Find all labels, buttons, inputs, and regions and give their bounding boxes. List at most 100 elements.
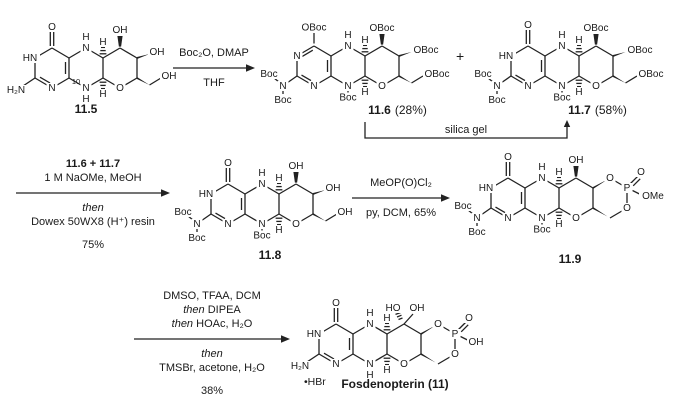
atom-label: H (82, 94, 89, 105)
reaction-step-4: DMSO, TFAA, DCM then DIPEA then HOAc, H₂… (134, 289, 290, 398)
caption-11-5: 11.5 (26, 102, 146, 116)
atom-label: HN (23, 53, 37, 64)
atom-label: O (524, 20, 532, 31)
then-text: then (82, 202, 104, 214)
atom-label: Boc (474, 69, 491, 80)
caption-11-9: 11.9 (505, 252, 635, 266)
compound-number: 11.6 (368, 103, 391, 117)
reagent-text: DMSO, TFAA, DCM (163, 290, 261, 302)
structure-11-7: O HN N Boc Boc N N H H N Boc H OBoc OBoc… (472, 20, 665, 106)
atom-label: N (332, 359, 339, 370)
atom-label: Boc (188, 233, 205, 244)
atom-label: HN (499, 51, 513, 62)
atom-label: N (344, 81, 351, 92)
atom-label: H (99, 89, 106, 100)
atom-label: H (555, 167, 562, 178)
silica-gel-label: silica gel (445, 124, 487, 136)
reagent-part: HOAc, H₂O (196, 318, 253, 330)
atom-label: O (116, 83, 124, 94)
atom-label: OH (113, 25, 128, 36)
atom-label: Boc (253, 231, 270, 242)
structure-11-9: O HN N Boc Boc N N H H N Boc H OH O P O … (452, 152, 667, 238)
compound-name: Fosdenopterin (11) (341, 377, 449, 391)
structure-fosdenopterin: O HN H₂N N N H H N H H HO OH O P O OH O … (290, 298, 485, 388)
atom-label: N (258, 219, 265, 230)
atom-label: HO (386, 303, 401, 314)
atom-label: H (275, 225, 282, 236)
label-backings (258, 22, 451, 105)
atom-label: N (538, 173, 545, 184)
atom-label: Boc (454, 201, 471, 212)
atom-label: OBoc (424, 69, 449, 80)
reagent-text: 1 M NaOMe, MeOH (44, 172, 142, 184)
reaction-arrow (173, 64, 255, 72)
atom-label: OH (289, 161, 304, 172)
atom-label: O (572, 213, 580, 224)
label-backings (6, 22, 178, 104)
compound-number: 11.8 (258, 248, 282, 262)
atom-labels: OBoc N N Boc Boc N N H H N Boc H OBoc OB… (260, 23, 449, 107)
reaction-arrow (16, 189, 170, 197)
atom-label: N (48, 83, 55, 94)
atom-label: OH (162, 71, 177, 82)
atom-label: O (637, 167, 645, 178)
then-text: then (201, 348, 223, 360)
compound-number: 11.5 (74, 102, 98, 116)
atom-label: H₂N (7, 85, 25, 96)
yield-text: (28%) (394, 103, 427, 117)
reagent-text: TMSBr, acetone, H₂O (159, 362, 265, 374)
atom-label: Boc (553, 93, 570, 104)
atom-label: HN (479, 183, 493, 194)
yield-text: (58%) (594, 103, 627, 117)
atom-label: Boc (488, 95, 505, 106)
atom-label: H (344, 30, 351, 41)
label-backings (452, 152, 667, 237)
plus-sign: + (456, 48, 465, 64)
compound-number: 11.7 (568, 103, 591, 117)
starting-materials: 11.6 + 11.7 (65, 158, 121, 170)
reaction-step-2: 11.6 + 11.7 1 M NaOMe, MeOH then Dowex 5… (16, 157, 170, 252)
atom-label: Boc (274, 95, 291, 106)
atom-label: N (224, 219, 231, 230)
atom-label: H₂N (291, 361, 309, 372)
bonds (22, 32, 162, 90)
atom-label: O (504, 152, 512, 163)
structure-11-6: OBoc N N Boc Boc N N H H N Boc H OBoc OB… (258, 22, 451, 107)
atom-label: O (592, 81, 600, 92)
caption-11-8: 11.8 (205, 248, 335, 262)
atom-label: HN (307, 329, 321, 340)
structure-11-5: O HN H₂N N N H H N H 10 H OH OH OH O (6, 22, 178, 105)
resin-text: Dowex 50WX8 (H⁺) resin (31, 216, 155, 228)
yield-text: 38% (200, 385, 224, 397)
atom-label: H (99, 37, 106, 48)
label-backings (172, 158, 354, 243)
label-backings (472, 20, 665, 105)
atom-label: H (361, 35, 368, 46)
atom-label: O (48, 22, 56, 33)
atom-label: N (293, 51, 300, 62)
atom-label: H (258, 168, 265, 179)
atom-label: O (451, 349, 459, 360)
atom-label: N (538, 213, 545, 224)
yield-text: 75% (81, 239, 105, 251)
atom-label: OH (569, 155, 584, 166)
atom-label: H (555, 219, 562, 230)
atom-label: H (575, 35, 582, 46)
atom-label: HN (199, 189, 213, 200)
silica-gel-arrow: silica gel (364, 120, 571, 139)
atom-label: OH (469, 337, 484, 348)
atom-label: N (473, 213, 480, 224)
atom-label: H (275, 173, 282, 184)
compound-number: 11.9 (558, 252, 582, 266)
reaction-step-1: Boc₂O, DMAP THF (173, 46, 255, 90)
atom-labels: O HN N Boc Boc N N H H N Boc H OH O P O … (454, 152, 664, 238)
salt-label: •HBr (304, 376, 326, 388)
atom-label: Boc (174, 207, 191, 218)
atom-label: OH (326, 183, 341, 194)
atom-label: N (82, 83, 89, 94)
atom-label: H (558, 30, 565, 41)
atom-label: OMe (642, 191, 664, 202)
atom-label: O (224, 158, 232, 169)
atom-labels: O HN N Boc Boc N N H H N Boc H OH OH OH … (174, 158, 352, 244)
atom-labels: O HN N Boc Boc N N H H N Boc H OBoc OBoc… (474, 20, 663, 106)
